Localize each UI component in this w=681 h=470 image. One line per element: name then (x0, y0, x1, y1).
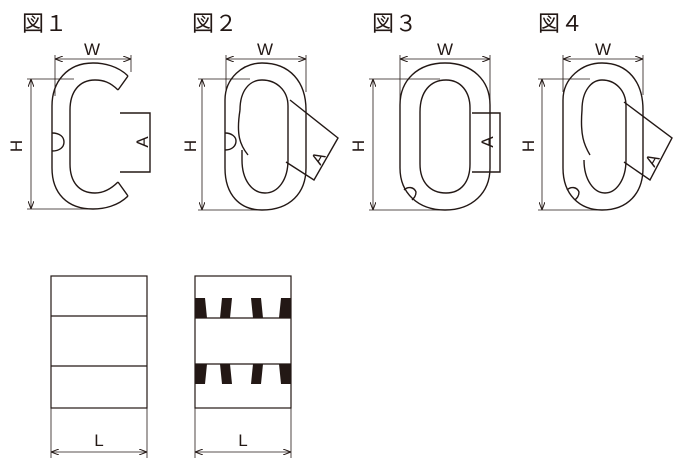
side-view-2-fill-blocks (195, 298, 291, 384)
figure-1-width-label: W (84, 40, 100, 59)
figure-2-title: 図２ (192, 12, 239, 37)
figure-4-opening-label: A (641, 150, 663, 170)
figure-4-link-body (562, 62, 673, 211)
side-view-1-length-label: L (94, 431, 103, 450)
side-view-2-outline (194, 275, 292, 409)
figure-3-width-label: W (437, 40, 453, 59)
figure-4-width-label: W (595, 40, 611, 59)
figure-3-title: 図３ (372, 12, 419, 37)
figure-2-link-body (224, 62, 339, 211)
figure-3-dimensions (369, 55, 491, 211)
figure-2-dimensions (198, 55, 307, 211)
figure-4-title: 図４ (538, 12, 585, 37)
figure-4-drawing: W H A (519, 40, 673, 211)
figure-3-link-body (399, 62, 501, 211)
figure-1-title: 図１ (22, 12, 69, 37)
side-view-1-outline (50, 275, 148, 409)
side-view-1-dimension (50, 408, 148, 458)
figure-4-dimensions (538, 55, 644, 211)
figure-3-height-label: H (349, 140, 368, 152)
side-view-2-dimension (194, 408, 292, 458)
side-view-2: L (194, 275, 292, 458)
figure-1-opening-label: A (133, 136, 152, 148)
figure-1-link-body (51, 62, 151, 210)
figure-3-drawing: W H A (349, 40, 501, 211)
figure-4-height-label: H (519, 140, 538, 152)
side-view-1: L (50, 275, 148, 458)
figure-2-opening-label: A (307, 148, 329, 168)
figure-1-dimensions (27, 55, 132, 210)
figure-1-drawing: W H A (7, 40, 152, 210)
figure-2-width-label: W (257, 40, 273, 59)
figure-2-height-label: H (181, 140, 200, 152)
figure-2-drawing: W H A (181, 40, 339, 211)
figure-3-opening-label: A (478, 136, 497, 148)
figure-1-height-label: H (7, 140, 26, 152)
side-view-2-length-label: L (238, 431, 247, 450)
